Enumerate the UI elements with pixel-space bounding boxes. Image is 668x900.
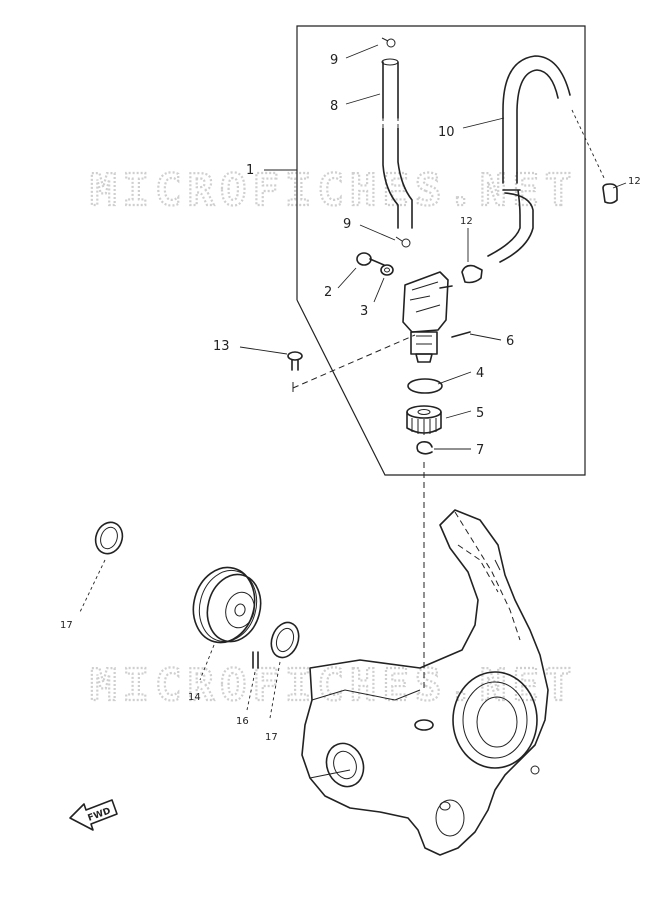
callout-7: 7: [476, 443, 484, 458]
watermark-top: MICROFICHES.NET: [90, 165, 577, 216]
cap-12-left: [461, 264, 483, 284]
pin-16: [252, 651, 259, 669]
washer-3: [380, 264, 394, 276]
callout-14: 14: [188, 692, 201, 703]
seal-17-middle: [270, 621, 300, 659]
oil-pump-body: [402, 271, 453, 363]
gear-5: [406, 405, 442, 435]
callout-9-bottom: 9: [343, 217, 351, 232]
callout-9-top: 9: [330, 53, 338, 68]
clip-9-bottom: [395, 236, 411, 248]
seal-17-left: [94, 521, 124, 555]
callout-17-middle: 17: [265, 732, 278, 743]
callout-17-left: 17: [60, 620, 73, 631]
fwd-arrow-icon: FWD: [69, 799, 118, 831]
assembly-frame: [296, 25, 586, 476]
callout-5: 5: [476, 406, 484, 421]
callout-12-middle: 12: [460, 216, 473, 227]
callout-2: 2: [324, 285, 332, 300]
cap-12-right: [602, 183, 618, 204]
callout-4: 4: [476, 366, 484, 381]
leader-lines: [239, 44, 627, 450]
callout-12-right: 12: [628, 176, 641, 187]
callout-13: 13: [213, 339, 230, 354]
watermark-bottom: MICROFICHES.NET: [90, 660, 577, 711]
o-ring-4: [407, 378, 443, 394]
crankcase-housing: [301, 509, 549, 856]
callout-10: 10: [438, 125, 455, 140]
pin-6: [451, 331, 471, 338]
circlip-7: [416, 441, 433, 455]
hose-10: [487, 55, 571, 263]
screw-13: [287, 351, 303, 371]
hose-8: [381, 58, 413, 229]
clip-9-top: [381, 37, 396, 48]
callout-1: 1: [246, 163, 254, 178]
callout-3: 3: [360, 304, 368, 319]
callout-16: 16: [236, 716, 249, 727]
bolt-2: [356, 252, 385, 266]
hose-10-dashed-link: [571, 109, 606, 181]
callout-6: 6: [506, 334, 514, 349]
pulley-14: [192, 566, 262, 644]
callout-8: 8: [330, 99, 338, 114]
screw-alignment-line: [292, 334, 416, 389]
